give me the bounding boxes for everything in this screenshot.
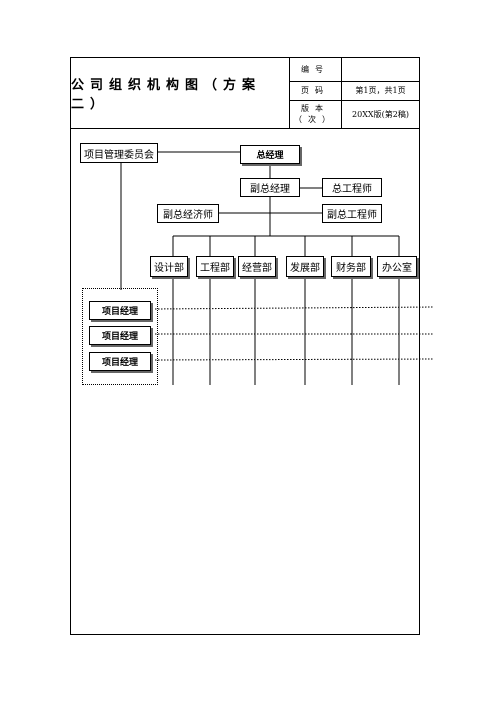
dept-design-box: 设计部 (150, 256, 188, 277)
deputy-engineer-box: 副总工程师 (322, 204, 382, 223)
number-label: 编号 (289, 58, 342, 81)
version-value: 20XX版(第2稿) (352, 109, 409, 119)
header-table: 公司组织机构图（方案二） 编号 页码 第1页，共1页 版本（次） 20XX版(第… (71, 58, 419, 129)
dept-office-box: 办公室 (377, 256, 417, 277)
document-title: 公司组织机构图（方案二） (71, 58, 290, 128)
dept-engineering-box: 工程部 (196, 256, 234, 277)
dept-operations-box: 经营部 (238, 256, 276, 277)
document-frame: 公司组织机构图（方案二） 编号 页码 第1页，共1页 版本（次） 20XX版(第… (70, 57, 420, 635)
header-row-number: 编号 (289, 58, 419, 82)
version-label: 版本（次） (289, 100, 342, 128)
committee-box: 项目管理委员会 (80, 143, 158, 163)
header-info-grid: 编号 页码 第1页，共1页 版本（次） 20XX版(第2稿) (289, 58, 419, 128)
deputy-economist-box: 副总经济师 (157, 204, 219, 223)
project-manager-box: 项目经理 (89, 352, 151, 371)
project-manager-box: 项目经理 (89, 301, 151, 320)
project-manager-box: 项目经理 (89, 326, 151, 345)
deputy-gm-box: 副总经理 (240, 178, 300, 197)
page-label: 页码 (289, 81, 342, 100)
project-manager-group (82, 288, 158, 385)
general-manager-box: 总经理 (240, 145, 300, 164)
page-value: 第1页，共1页 (355, 86, 406, 95)
chief-engineer-box: 总工程师 (322, 178, 382, 197)
dept-finance-box: 财务部 (331, 256, 371, 277)
header-row-version: 版本（次） 20XX版(第2稿) (289, 100, 419, 128)
dept-development-box: 发展部 (286, 256, 324, 277)
header-row-page: 页码 第1页，共1页 (289, 81, 419, 101)
